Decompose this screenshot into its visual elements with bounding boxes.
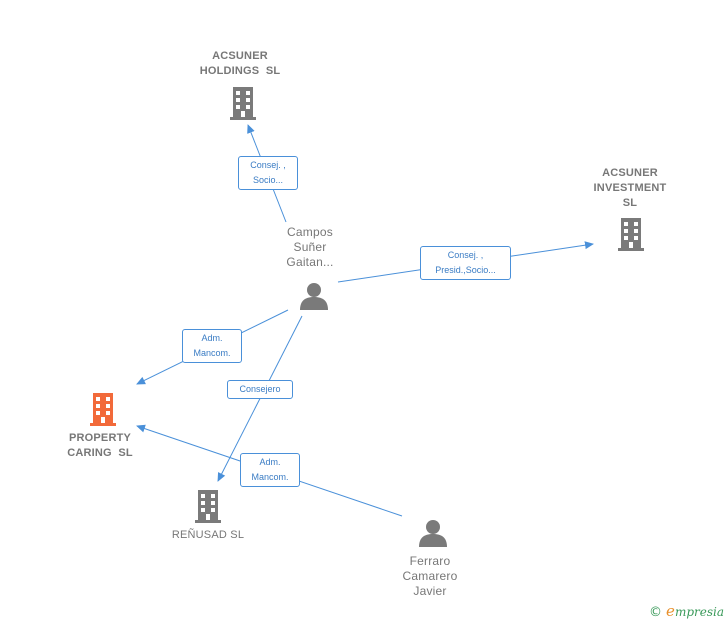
person-icon [419, 520, 447, 547]
label-line: ACSUNER [602, 167, 658, 179]
label-line: Adm. [201, 333, 223, 343]
label-line: Consejero [239, 384, 281, 394]
edge-label-campos-holdings[interactable]: Consej. , Socio... [238, 156, 298, 190]
person-icon [300, 283, 328, 310]
brand-initial: e [666, 602, 675, 620]
label-line: Consej. , [250, 160, 286, 170]
node-label-acsuner-holdings[interactable]: ACSUNER HOLDINGS SL [180, 49, 300, 79]
building-icon [90, 393, 116, 426]
label-line: Camarero [402, 569, 458, 583]
edge-label-campos-investment[interactable]: Consej. , Presid.,Socio... [420, 246, 511, 280]
label-line: SL [622, 197, 638, 209]
label-line: Gaitan... [286, 255, 334, 269]
brand-logo: ©empresia [649, 602, 724, 620]
building-icon [618, 218, 644, 251]
label-line: PROPERTY [68, 432, 132, 444]
label-line: CARING SL [67, 447, 133, 459]
label-line: Consej. , [447, 250, 484, 260]
label-line: Mancom. [251, 472, 289, 482]
brand-name: mpresia [674, 605, 724, 619]
node-label-renusad[interactable]: REÑUSAD SL [148, 528, 268, 543]
building-icon [195, 490, 221, 523]
label-line: Campos [287, 225, 333, 239]
label-line: ACSUNER [212, 50, 268, 62]
node-label-campos[interactable]: Campos Suñer Gaitan... [260, 225, 360, 270]
label-line: REÑUSAD SL [171, 529, 245, 541]
label-line: Presid.,Socio... [435, 265, 496, 275]
edge-label-campos-renusad[interactable]: Consejero [227, 380, 293, 399]
label-line: Ferraro [409, 554, 451, 568]
node-label-acsuner-investment[interactable]: ACSUNER INVESTMENT SL [570, 166, 690, 211]
label-line: INVESTMENT [593, 182, 667, 194]
node-label-property-caring[interactable]: PROPERTY CARING SL [40, 431, 160, 461]
label-line: HOLDINGS SL [199, 65, 281, 77]
node-label-ferraro[interactable]: Ferraro Camarero Javier [380, 554, 480, 599]
label-line: Suñer [293, 240, 327, 254]
label-line: Mancom. [193, 348, 231, 358]
edge-label-ferraro-property[interactable]: Adm. Mancom. [240, 453, 300, 487]
label-line: Adm. [259, 457, 281, 467]
label-line: Socio... [252, 175, 283, 185]
building-icon [230, 87, 256, 120]
label-line: Javier [413, 584, 447, 598]
copyright-icon: © [649, 605, 663, 620]
edge-label-campos-property[interactable]: Adm. Mancom. [182, 329, 242, 363]
